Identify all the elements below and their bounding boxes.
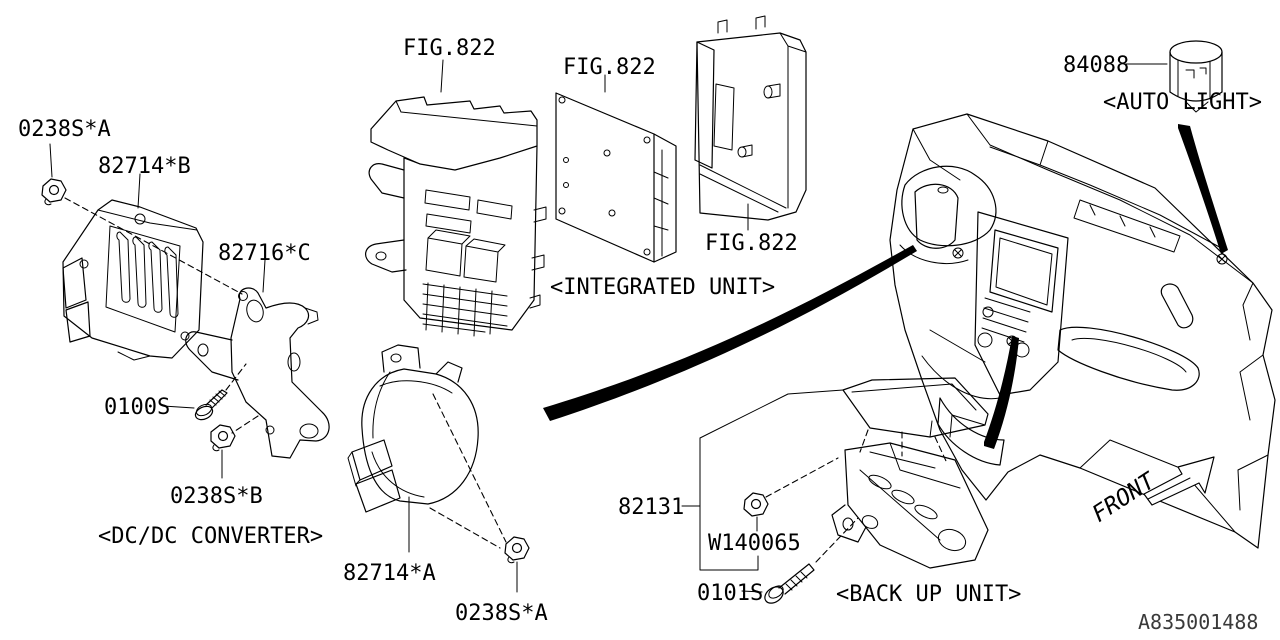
plate-drawing xyxy=(555,92,677,263)
callout-backup-unit xyxy=(681,389,844,571)
dash-screw-marker-1 xyxy=(952,247,964,259)
swoosh-autolight-to-dash xyxy=(1178,124,1228,254)
backup-unit-drawing xyxy=(831,377,989,569)
label-nut-top: 0238S*A xyxy=(18,117,111,142)
swoosh-fusebox-to-dash xyxy=(543,245,917,421)
leader-fusebox xyxy=(440,59,444,93)
ecu-drawing xyxy=(694,15,807,221)
nut-glyph-w140065 xyxy=(743,492,769,517)
swoosh-backup-to-dash xyxy=(984,336,1019,449)
fusebox-drawing xyxy=(365,96,547,337)
label-drum-module: 82714*A xyxy=(343,561,436,586)
label-bracket: 82716*C xyxy=(218,241,311,266)
caption-dcdc: <DC/DC CONVERTER> xyxy=(98,524,323,549)
label-auto-light-sensor: 84088 xyxy=(1063,53,1129,78)
auto-light-group: 84088 <AUTO LIGHT> xyxy=(1063,40,1262,115)
screw-0100s-glyph xyxy=(194,389,228,421)
dashed-screw-to-bracket xyxy=(225,363,247,391)
label-screw-0100s: 0100S xyxy=(104,395,170,420)
dcdc-converter-group: 0238S*A 82714*B xyxy=(18,117,330,549)
dcdc-module-drawing xyxy=(62,199,204,361)
caption-backup-unit: <BACK UP UNIT> xyxy=(836,582,1021,607)
leader-screw-0100s xyxy=(162,405,195,409)
label-screw-0101s: 0101S xyxy=(697,581,763,606)
screw-0101s-glyph xyxy=(764,563,815,604)
auto-light-sensor-drawing xyxy=(1169,40,1223,113)
label-fig822-ecu: FIG.822 xyxy=(705,231,798,256)
dashed-screw-to-backup xyxy=(815,517,859,563)
drum-module-group: 82714*A 0238S*A xyxy=(343,344,548,626)
front-arrow-icon xyxy=(1143,456,1215,506)
leader-nut-top xyxy=(49,143,53,178)
caption-integrated-unit: <INTEGRATED UNIT> xyxy=(550,275,775,300)
backup-unit-group: 82131 W140065 0101S <BACK UP UNIT> xyxy=(618,377,1021,607)
fusebox-group: FIG.822 xyxy=(365,36,547,337)
dashed-bracket-to-nutb xyxy=(231,415,259,434)
drawing-code: A835001488 xyxy=(1138,610,1258,634)
label-washer-nut: W140065 xyxy=(708,531,801,556)
nut-glyph-bottom xyxy=(504,536,530,564)
dashed-drum-to-nut-2 xyxy=(429,507,501,549)
drum-module-drawing xyxy=(361,368,479,505)
label-fig822-fusebox: FIG.822 xyxy=(403,36,496,61)
label-fig822-plate: FIG.822 xyxy=(563,55,656,80)
leader-bracket xyxy=(262,259,266,293)
front-arrow-group: FRONT xyxy=(1088,456,1215,528)
label-backup-unit: 82131 xyxy=(618,495,684,520)
label-nut-bottom: 0238S*A xyxy=(455,601,548,626)
dashed-nut-to-bracket xyxy=(64,197,243,295)
dashed-drum-to-nut-1 xyxy=(432,393,507,543)
dash-screw-marker-3 xyxy=(1216,253,1228,265)
nut-glyph-b xyxy=(210,424,236,452)
dashboard-drawing xyxy=(889,113,1276,549)
caption-auto-light: <AUTO LIGHT> xyxy=(1103,90,1262,115)
bracket-drawing xyxy=(185,287,330,459)
label-dcdc-module: 82714*B xyxy=(98,154,191,179)
integrated-unit-group: FIG.822 FIG.822 <INTEGRATED UNIT> xyxy=(550,15,807,300)
dashed-nut-to-backup xyxy=(765,457,839,498)
nut-glyph-top xyxy=(41,178,67,206)
speaker-grille-hatch xyxy=(914,183,959,249)
label-nut-b: 0238S*B xyxy=(170,484,263,509)
leader-screw-0101s xyxy=(741,590,763,593)
leader-dcdc-module xyxy=(137,173,141,209)
